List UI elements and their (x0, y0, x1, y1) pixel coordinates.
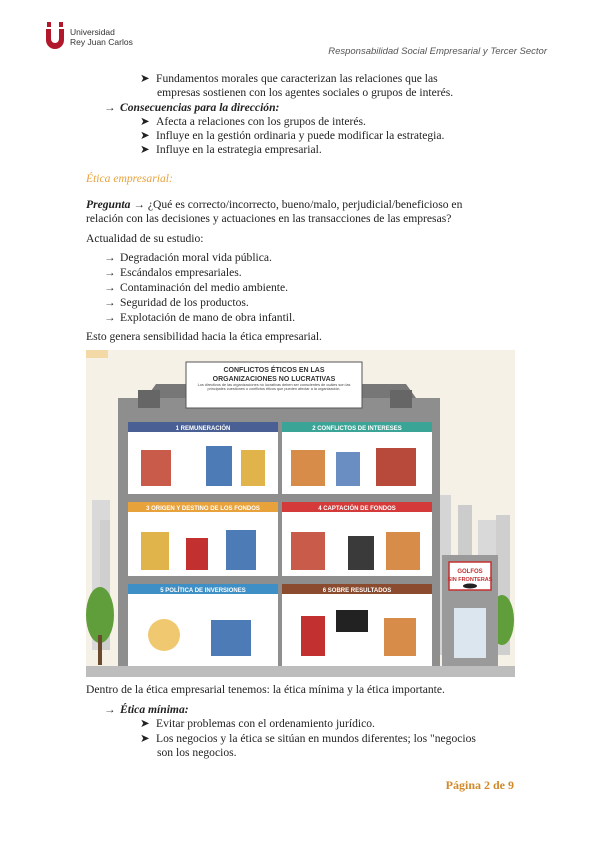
list-item: →Escándalos empresariales. (104, 266, 242, 279)
urjc-logo-icon (46, 22, 64, 49)
infographic-title-1: CONFLICTOS ÉTICOS EN LAS (224, 365, 325, 374)
arrow-right-icon: → (104, 311, 116, 324)
arrowhead-bullet-icon: ➤ (140, 115, 150, 128)
section-heading: Ética empresarial: (86, 172, 173, 185)
list-item-continuation: empresas sostienen con los agentes socia… (157, 86, 454, 99)
panel-1: 1 REMUNERACIÓN (128, 422, 278, 494)
arrowhead-bullet-icon: ➤ (140, 732, 150, 745)
list-item: →Consecuencias para la dirección: (104, 101, 280, 114)
arrow-right-icon: → (104, 101, 116, 114)
list-item: ➤Afecta a relaciones con los grupos de i… (140, 115, 366, 128)
panel-5: 5 POLÍTICA DE INVERSIONES (128, 584, 278, 666)
arrow-right-icon: → (104, 251, 116, 264)
sign-line2: SIN FRONTERAS (448, 577, 493, 583)
list-item: ➤Fundamentos morales que caracterizan la… (140, 72, 438, 85)
paragraph-continuation: relación con las decisiones y actuacione… (86, 212, 452, 225)
panel-2: 2 CONFLICTOS DE INTERESES (282, 422, 432, 494)
document-title: Responsabilidad Social Empresarial y Ter… (328, 46, 547, 57)
paragraph: Dentro de la ética empresarial tenemos: … (86, 683, 445, 696)
arrow-right-icon: → (104, 281, 116, 294)
svg-text:1 REMUNERACIÓN: 1 REMUNERACIÓN (176, 424, 231, 432)
infographic-title-2: ORGANIZACIONES NO LUCRATIVAS (213, 376, 336, 383)
infographic-intro: Los directivos de las organizaciones no … (197, 383, 351, 392)
sign-line1: GOLFOS (457, 569, 482, 575)
ethics-infographic: CONFLICTOS ÉTICOS EN LAS ORGANIZACIONES … (86, 350, 515, 677)
panel-4: 4 CAPTACIÓN DE FONDOS (282, 502, 432, 576)
paragraph: Esto genera sensibilidad hacia la ética … (86, 330, 322, 343)
arrow-right-icon: → (104, 703, 116, 716)
svg-text:4 CAPTACIÓN DE FONDOS: 4 CAPTACIÓN DE FONDOS (318, 504, 396, 512)
svg-text:5 POLÍTICA DE INVERSIONES: 5 POLÍTICA DE INVERSIONES (160, 586, 245, 594)
arrowhead-bullet-icon: ➤ (140, 717, 150, 730)
svg-text:2 CONFLICTOS DE INTERESES: 2 CONFLICTOS DE INTERESES (312, 426, 402, 432)
university-logo: Universidad Rey Juan Carlos (44, 22, 154, 56)
list-item: →Ética mínima: (104, 703, 189, 716)
list-item-continuation: son los negocios. (157, 746, 237, 759)
paragraph: Actualidad de su estudio: (86, 232, 204, 245)
list-item: →Contaminación del medio ambiente. (104, 281, 289, 294)
list-item: →Explotación de mano de obra infantil. (104, 311, 296, 324)
arrowhead-bullet-icon: ➤ (140, 129, 150, 142)
page-number: Página 2 de 9 (445, 778, 514, 792)
arrow-right-icon: → (104, 266, 116, 279)
list-item: ➤Influye en la gestión ordinaria y puede… (140, 129, 445, 142)
svg-text:6 SOBRE RESULTADOS: 6 SOBRE RESULTADOS (323, 588, 391, 594)
list-item: →Degradación moral vida pública. (104, 251, 272, 264)
arrow-right-icon: → (133, 198, 145, 211)
arrowhead-bullet-icon: ➤ (140, 72, 150, 85)
arrow-right-icon: → (104, 296, 116, 309)
logo-line2: Rey Juan Carlos (70, 37, 133, 47)
panel-6: 6 SOBRE RESULTADOS (282, 584, 432, 666)
svg-text:3 ORIGEN Y DESTINO DE LOS FOND: 3 ORIGEN Y DESTINO DE LOS FONDOS (146, 506, 260, 512)
paragraph: Pregunta → ¿Qué es correcto/incorrecto, … (86, 198, 463, 211)
logo-line1: Universidad (70, 27, 115, 37)
panel-3: 3 ORIGEN Y DESTINO DE LOS FONDOS (128, 502, 278, 576)
list-item: ➤Evitar problemas con el ordenamiento ju… (140, 717, 375, 730)
list-item: →Seguridad de los productos. (104, 296, 249, 309)
list-item: ➤Los negocios y la ética se sitúan en mu… (140, 732, 476, 745)
list-item: ➤Influye en la estrategia empresarial. (140, 143, 322, 156)
arrowhead-bullet-icon: ➤ (140, 143, 150, 156)
